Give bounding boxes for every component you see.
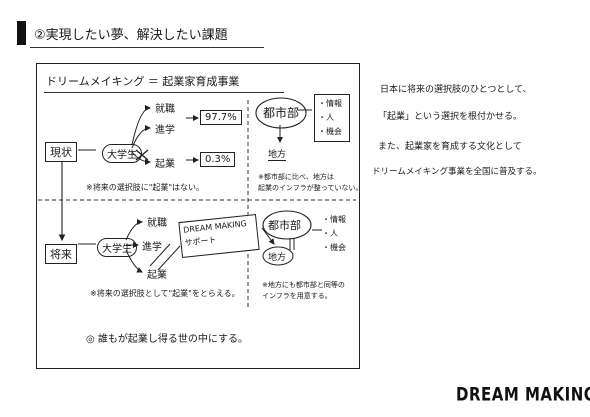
future-startup: 起業 — [147, 270, 167, 281]
brand-logo-text: DREAM MAKING — [456, 383, 590, 406]
future-region: 地方 — [268, 253, 287, 263]
future-region-note-1: ※地方にも都市部と同等の — [262, 281, 345, 289]
current-city: 都市部 — [263, 106, 300, 120]
current-grad: 進学 — [155, 125, 175, 136]
current-label: 現状 — [45, 142, 77, 162]
current-note: ※将来の選択肢に"起業"はない。 — [86, 183, 205, 192]
current-job: 就職 — [155, 104, 175, 115]
future-grad: 進学 — [142, 242, 162, 253]
future-city: 都市部 — [268, 219, 301, 232]
future-job: 就職 — [147, 218, 167, 229]
current-city-list: ・情報 ・人 ・機会 — [314, 94, 350, 142]
current-job-rate: 97.7% — [200, 110, 242, 125]
current-startup-rate: 0.3% — [200, 152, 236, 167]
current-region-note-2: 起業のインフラが整っていない。 — [258, 184, 363, 192]
future-city-list: ・情報 ・人 ・機会 — [322, 215, 346, 252]
future-student: 大学生 — [97, 238, 137, 257]
side-text-line-3: また、起業家を育成する文化として — [378, 142, 522, 152]
header-marker — [17, 21, 26, 45]
page-title: ②実現したい夢、解決したい課題 — [34, 28, 228, 43]
future-label: 将来 — [45, 244, 77, 264]
current-student: 大学生 — [102, 144, 142, 163]
diagram-title-underline — [44, 92, 284, 93]
future-region-note-2: インフラを用意する。 — [262, 292, 332, 300]
current-region: 地方 — [268, 147, 287, 161]
bottom-goal: ◎ 誰もが起業し得る世の中にする。 — [86, 334, 249, 345]
side-text-line-2: 「起業」という選択を根付かせる。 — [378, 112, 523, 122]
current-region-note-1: ※都市部に比べ、地方は — [258, 173, 334, 181]
diagram-title: ドリームメイキング ＝ 起業家育成事業 — [46, 75, 240, 88]
diagram-frame — [36, 63, 360, 369]
side-text-line-4: ドリームメイキング事業を全国に普及する。 — [372, 167, 542, 177]
side-text-line-1: 日本に将来の選択肢のひとつとして、 — [380, 85, 532, 95]
title-underline — [30, 47, 264, 48]
current-startup: 起業 — [155, 159, 175, 170]
future-note: ※将来の選択肢として"起業"をとらえる。 — [90, 289, 240, 298]
